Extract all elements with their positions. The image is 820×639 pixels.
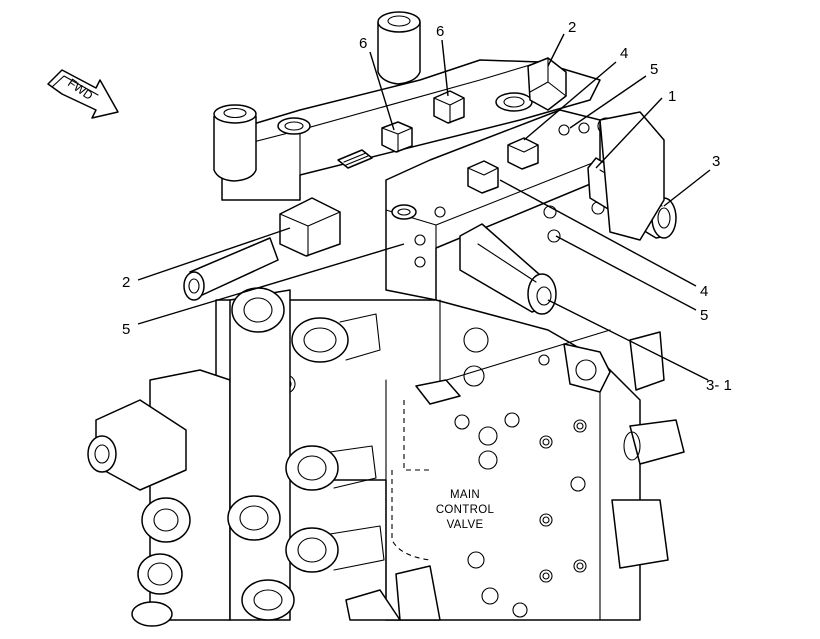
callout-2-left: 2: [122, 274, 130, 291]
callout-5-right: 5: [700, 307, 708, 324]
callout-2-top: 2: [568, 19, 576, 36]
callout-4-right: 4: [700, 283, 708, 300]
callout-3-1: 3- 1: [706, 377, 732, 394]
callout-6-left: 6: [359, 35, 367, 52]
main-control-valve-caption: MAIN CONTROL VALVE: [428, 484, 502, 532]
caption-line-2: CONTROL: [436, 504, 495, 516]
fwd-arrow-icon: FWD: [47, 69, 119, 119]
callout-labels: 6 6 2 4 5 1 3 2 5 4 5 3- 1: [122, 19, 732, 394]
caption-line-1: MAIN: [450, 489, 480, 501]
callout-6-right: 6: [436, 23, 444, 40]
callout-5-top: 5: [650, 61, 658, 78]
callout-4-top: 4: [620, 45, 628, 62]
caption-line-3: VALVE: [447, 519, 484, 531]
callout-5-left: 5: [122, 321, 130, 338]
leader-lines: [137, 33, 711, 381]
left-spool-stack: [87, 287, 461, 627]
callout-3: 3: [712, 153, 720, 170]
callout-1: 1: [668, 88, 676, 105]
upper-valve-housing: [213, 11, 601, 201]
